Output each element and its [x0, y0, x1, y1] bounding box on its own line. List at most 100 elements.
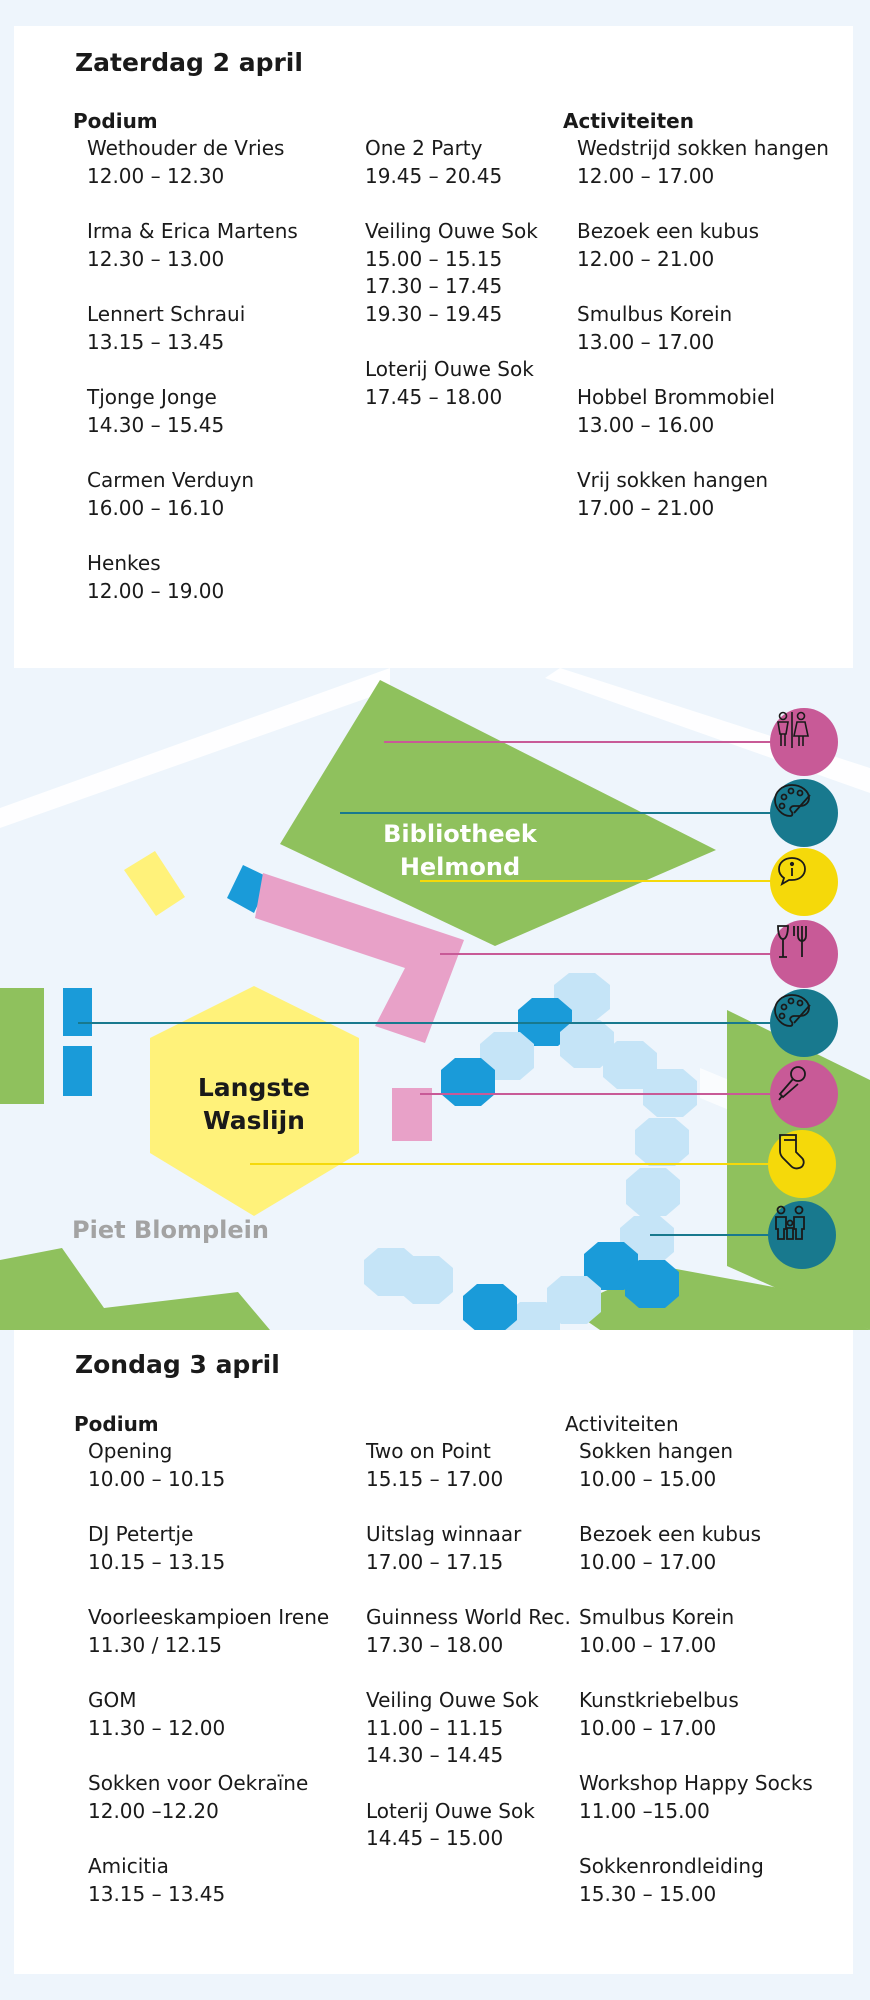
entry-name: Amicitia [88, 1854, 169, 1878]
festival-map: Bibliotheek Helmond Langste Waslijn Piet… [0, 668, 870, 1330]
entry-name: Vrij sokken hangen [577, 468, 769, 492]
pink-building [255, 873, 464, 1043]
entry-time: 14.30 – 14.45 [366, 1743, 504, 1767]
entry-name: Two on Point [366, 1439, 491, 1463]
food-drink-icon [770, 920, 838, 988]
sunday-title: Zondag 3 april [75, 1350, 280, 1379]
entry-name: Carmen Verduyn [87, 468, 255, 492]
entry-name: Uitslag winnaar [366, 1522, 522, 1546]
entry-name: Smulbus Korein [577, 302, 733, 326]
entry-name: Bezoek een kubus [577, 219, 760, 243]
schedule-entry: Smulbus Korein 13.00 – 17.00 [577, 301, 829, 356]
hexagon-trail [364, 973, 697, 1330]
entry-name: Lennert Schraui [87, 302, 246, 326]
entry-time: 13.00 – 17.00 [577, 329, 715, 354]
entry-time: 10.00 – 10.15 [88, 1466, 226, 1491]
entry-time: 16.00 – 16.10 [87, 495, 225, 520]
green-strip-left [0, 988, 44, 1104]
entry-time: 12.00 – 17.00 [577, 163, 715, 188]
schedule-entry: Smulbus Korein 10.00 – 17.00 [579, 1604, 813, 1659]
entry-time: 19.45 – 20.45 [365, 163, 503, 188]
entry-time: 14.30 – 15.45 [87, 412, 225, 437]
waslijn-area [150, 986, 359, 1216]
yellow-block [124, 851, 185, 916]
microphone-icon [770, 1060, 838, 1128]
toilets-icon [770, 708, 838, 776]
entry-time: 10.00 – 15.00 [579, 1466, 717, 1491]
sunday-podium-heading: Podium [74, 1412, 159, 1436]
library-label-line-2: Helmond [399, 853, 521, 881]
entry-name: Henkes [87, 551, 161, 575]
entry-name: Hobbel Brommobiel [577, 385, 775, 409]
waslijn-label: Langste Waslijn [154, 1071, 354, 1137]
entry-name: Loterij Ouwe Sok [365, 357, 534, 381]
entry-time: 11.00 – 11.15 [366, 1715, 504, 1740]
waslijn-label-line-2: Waslijn [203, 1106, 305, 1135]
entry-time: 17.00 – 17.15 [366, 1549, 504, 1574]
saturday-schedule-card: Zaterdag 2 april Podium Wethouder de Vri… [14, 26, 853, 668]
entry-name: Sokkenrondleiding [579, 1854, 764, 1878]
entry-time: 15.15 – 17.00 [366, 1466, 504, 1491]
piet-blomplein-label: Piet Blomplein [72, 1216, 269, 1244]
art-palette-icon [770, 989, 838, 1057]
entry-time: 19.30 – 19.45 [365, 301, 503, 326]
schedule-entry: Wedstrijd sokken hangen 12.00 – 17.00 [577, 135, 829, 190]
entry-name: Veiling Ouwe Sok [365, 219, 538, 243]
entry-name: Loterij Ouwe Sok [366, 1798, 535, 1823]
entry-name: Smulbus Korein [579, 1605, 735, 1629]
schedule-entry: GOM 11.30 – 12.00 [88, 1687, 329, 1742]
library-label-line-1: Bibliotheek [383, 820, 537, 848]
entry-name: Sokken voor Oekraïne [88, 1771, 309, 1795]
entry-time: 11.00 –15.00 [579, 1798, 710, 1823]
entry-time: 11.30 / 12.15 [88, 1632, 222, 1657]
entry-name: GOM [88, 1688, 137, 1712]
schedule-entry: Carmen Verduyn 16.00 – 16.10 [87, 467, 298, 522]
entry-time: 15.00 – 15.15 [365, 246, 503, 271]
entry-time: 11.30 – 12.00 [88, 1715, 226, 1740]
schedule-entry: Veiling Ouwe Sok 15.00 – 15.15 17.30 – 17.… [365, 218, 538, 328]
sock-icon [768, 1130, 836, 1198]
entry-name: Voorleeskampioen Irene [88, 1605, 330, 1629]
art-palette-icon [770, 779, 838, 847]
entry-name: One 2 Party [365, 136, 483, 160]
legend-connector-lines [78, 741, 772, 1236]
entry-name: Workshop Happy Socks [579, 1771, 813, 1795]
entry-time: 12.30 – 13.00 [87, 246, 225, 271]
schedule-entry: Workshop Happy Socks 11.00 –15.00 [579, 1770, 813, 1825]
entry-time: 17.30 – 18.00 [366, 1632, 504, 1657]
entry-name: Wedstrijd sokken hangen [577, 136, 829, 160]
saturday-podium-heading: Podium [73, 109, 158, 133]
entry-time: 12.00 – 12.30 [87, 163, 225, 188]
entry-name: Sokken hangen [579, 1439, 734, 1463]
entry-name: Irma & Erica Martens [87, 219, 298, 243]
entry-time: 17.30 – 17.45 [365, 274, 503, 298]
entry-time: 17.45 – 18.00 [365, 384, 503, 409]
map-illustration [0, 668, 870, 1330]
entry-time: 10.00 – 17.00 [579, 1632, 717, 1657]
entry-time: 12.00 –12.20 [88, 1798, 219, 1823]
waslijn-label-line-1: Langste [197, 1073, 311, 1102]
library-label: Bibliotheek Helmond [360, 818, 560, 884]
entry-time: 10.15 – 13.15 [88, 1549, 226, 1574]
schedule-entry: Voorleeskampioen Irene 11.30 / 12.15 [88, 1604, 329, 1659]
schedule-entry: Uitslag winnaar 17.00 – 17.15 [366, 1521, 571, 1576]
blue-block-left-2 [63, 1046, 92, 1096]
blue-block-left-1 [63, 988, 92, 1036]
entry-time: 13.15 – 13.45 [88, 1881, 226, 1906]
schedule-entry: Irma & Erica Martens 12.30 – 13.00 [87, 218, 298, 273]
entry-name: Opening [88, 1439, 173, 1463]
sunday-schedule-card: Zondag 3 april Podium Opening 10.00 – 10.… [14, 1330, 853, 1974]
